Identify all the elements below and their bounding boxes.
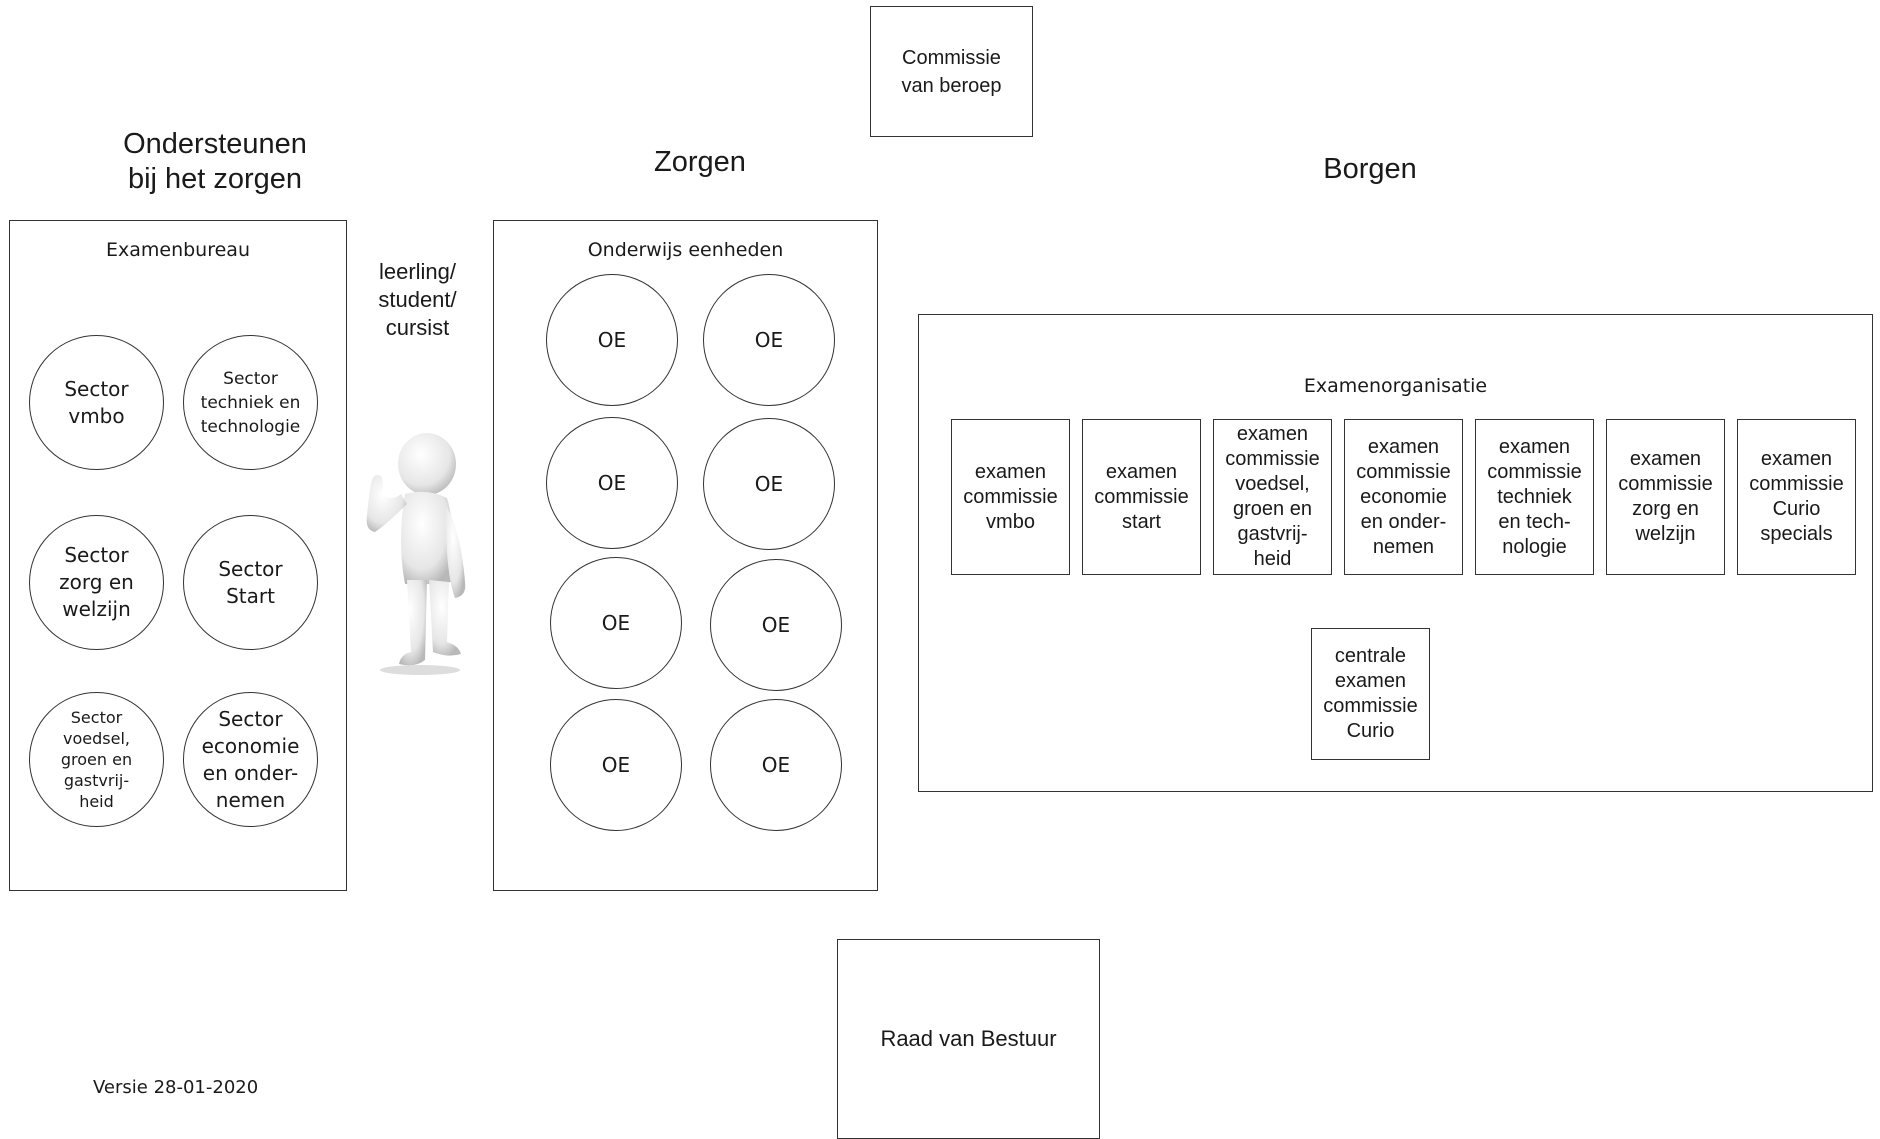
sector-techniek-circle: Sector techniek en technologie (183, 335, 318, 470)
committee-box-start: examen commissie start (1082, 419, 1201, 575)
oe-circle: OE (703, 418, 835, 550)
committee-label: examen commissie vmbo (963, 460, 1058, 533)
oe-circle: OE (710, 699, 842, 831)
oe-circle: OE (546, 274, 678, 406)
board-box: Raad van Bestuur (837, 939, 1100, 1139)
heading-assure: Borgen (1323, 153, 1417, 185)
committee-box-economie: examen commissie economie en onder- neme… (1344, 419, 1463, 575)
sector-economie-circle: Sector economie en onder- nemen (183, 692, 318, 827)
figure-shadow (380, 665, 460, 675)
figure-thumb-arm (366, 475, 407, 532)
committee-box-zorg: examen commissie zorg en welzijn (1606, 419, 1725, 575)
oe-circle: OE (546, 417, 678, 549)
committee-box-voedsel: examen commissie voedsel, groen en gastv… (1213, 419, 1332, 575)
oe-label: OE (601, 611, 631, 635)
sector-economie-label: Sector economie en onder- nemen (201, 706, 300, 812)
committee-label: examen commissie zorg en welzijn (1618, 448, 1713, 545)
oe-label: OE (597, 471, 627, 495)
figure-head (398, 433, 456, 495)
student-figure (366, 433, 466, 675)
oe-circle: OE (550, 557, 682, 689)
committee-box-techniek: examen commissie techniek en tech- nolog… (1475, 419, 1594, 575)
sector-zorg-label: Sector zorg en welzijn (59, 543, 134, 621)
central-committee-box: centrale examen commissie Curio (1311, 628, 1430, 760)
sector-vmbo-label: Sector vmbo (64, 376, 129, 428)
figure-left-leg (399, 580, 427, 666)
exam-organisation-title: Examenorganisatie (1303, 375, 1488, 397)
committee-label: examen commissie Curio specials (1749, 448, 1844, 545)
sector-voedsel-circle: Sector voedsel, groen en gastvrij- heid (29, 692, 164, 827)
figure-body (401, 491, 454, 584)
sector-vmbo-circle: Sector vmbo (29, 335, 164, 470)
board-label: Raad van Bestuur (880, 1026, 1057, 1051)
oe-circle: OE (710, 559, 842, 691)
oe-label: OE (761, 613, 791, 637)
committee-box-vmbo: examen commissie vmbo (951, 419, 1070, 575)
committee-label: examen commissie voedsel, groen en gastv… (1225, 423, 1320, 570)
version-note: Versie 28-01-2020 (93, 1077, 259, 1098)
student-label: leerling/ student/ cursist (378, 259, 457, 340)
committee-label: examen commissie economie en onder- neme… (1356, 435, 1451, 558)
appeal-committee-label: Commissie van beroep (901, 46, 1002, 97)
sector-start-circle: Sector Start (183, 515, 318, 650)
oe-label: OE (754, 328, 784, 352)
central-committee-label: centrale examen commissie Curio (1323, 645, 1418, 742)
figure-right-arm (445, 504, 466, 598)
oe-circle: OE (703, 274, 835, 406)
oe-label: OE (754, 472, 784, 496)
sector-start-label: Sector Start (218, 556, 283, 608)
figure-right-leg (429, 580, 461, 656)
oe-circle: OE (550, 699, 682, 831)
exam-bureau-title: Examenbureau (105, 239, 250, 261)
heading-support: Ondersteunen bij het zorgen (123, 128, 307, 195)
oe-label: OE (597, 328, 627, 352)
sector-techniek-label: Sector techniek en technologie (200, 368, 301, 437)
committee-box-curio-specials: examen commissie Curio specials (1737, 419, 1856, 575)
education-units-title: Onderwijs eenheden (587, 239, 784, 261)
sector-zorg-circle: Sector zorg en welzijn (29, 515, 164, 650)
appeal-committee-box: Commissie van beroep (870, 6, 1033, 137)
sector-voedsel-label: Sector voedsel, groen en gastvrij- heid (60, 708, 133, 811)
heading-care: Zorgen (654, 146, 746, 178)
committee-label: examen commissie start (1094, 460, 1189, 533)
oe-label: OE (761, 753, 791, 777)
oe-label: OE (601, 753, 631, 777)
committee-label: examen commissie techniek en tech- nolog… (1487, 435, 1582, 558)
